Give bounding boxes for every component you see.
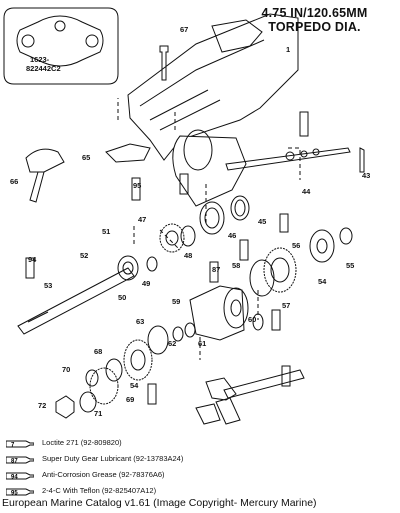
svg-text:60: 60 — [248, 315, 256, 324]
gear-54-upper — [309, 229, 335, 263]
svg-text:57: 57 — [282, 301, 290, 310]
legend-label: Loctite 271 (92-809820) — [42, 438, 122, 447]
svg-text:46: 46 — [228, 231, 236, 240]
tube-7-right — [299, 111, 309, 137]
pin-43 — [359, 147, 365, 173]
gearcase-housing — [127, 13, 299, 161]
svg-text:49: 49 — [142, 279, 150, 288]
svg-text:59: 59 — [172, 297, 180, 306]
svg-text:58: 58 — [232, 261, 240, 270]
svg-text:71: 71 — [94, 409, 102, 418]
legend-label: Super Duty Gear Lubricant (92-13783A24) — [42, 454, 184, 463]
thrust-hub-69 — [89, 367, 119, 405]
legend-label: 2-4-C With Teflon (92-825407A12) — [42, 486, 157, 495]
legend-row: 95 2-4-C With Teflon (92-825407A12) — [6, 484, 306, 500]
svg-text:43: 43 — [362, 171, 370, 180]
svg-text:1: 1 — [286, 45, 290, 54]
washer-71 — [79, 391, 97, 413]
svg-text:7: 7 — [11, 443, 15, 449]
svg-text:52: 52 — [80, 251, 88, 260]
legend-row: 94 Anti-Corrosion Grease (92-78376A6) — [6, 468, 306, 484]
pinion-47 — [159, 223, 185, 253]
svg-text:45: 45 — [258, 217, 266, 226]
tube-95-top — [131, 177, 141, 201]
gear-46 — [199, 201, 225, 235]
tube-94-left — [25, 257, 35, 279]
washer-68 — [105, 358, 123, 382]
bearing-57 — [263, 247, 297, 293]
title-line-2: TORPEDO DIA. — [268, 20, 361, 34]
svg-text:62: 62 — [168, 339, 176, 348]
seal-60 — [252, 313, 264, 331]
tube-icon: 95 — [6, 488, 34, 497]
legend-row: 7 Loctite 271 (92-809820) — [6, 436, 306, 452]
svg-text:54: 54 — [318, 277, 327, 286]
tube-icon: 87 — [6, 456, 34, 465]
svg-text:67: 67 — [180, 25, 188, 34]
svg-text:55: 55 — [346, 261, 354, 270]
seal-55 — [339, 227, 353, 245]
svg-text:87: 87 — [11, 459, 18, 465]
svg-text:61: 61 — [198, 339, 206, 348]
lubricant-legend: 7 Loctite 271 (92-809820) 87 Super Duty … — [6, 436, 306, 500]
svg-text:95: 95 — [133, 181, 141, 190]
legend-row: 87 Super Duty Gear Lubricant (92-13783A2… — [6, 452, 306, 468]
title-line-1: 4.75 IN/120.65MM — [261, 6, 368, 20]
svg-text:95: 95 — [11, 491, 18, 497]
svg-text:68: 68 — [94, 347, 102, 356]
ring-49 — [146, 256, 158, 272]
tool-inset-outline — [3, 7, 119, 85]
svg-text:63: 63 — [136, 317, 144, 326]
anode-66 — [25, 148, 65, 173]
exploded-diagram: 67 1 65 66 95 43 44 45 47 51 52 46 48 56… — [3, 7, 370, 425]
carrier-59 — [189, 285, 245, 341]
svg-text:65: 65 — [82, 153, 90, 162]
diagram-title: 4.75 IN/120.65MM TORPEDO DIA. — [232, 6, 397, 34]
bearing-50 — [117, 255, 139, 281]
bearing-45 — [230, 195, 250, 221]
svg-text:50: 50 — [118, 293, 126, 302]
bearing-62 — [172, 326, 184, 342]
driveshaft-53 — [17, 267, 135, 335]
svg-text:54: 54 — [130, 381, 139, 390]
svg-text:66: 66 — [10, 177, 18, 186]
svg-text:72: 72 — [38, 401, 46, 410]
tube-87-right — [279, 213, 289, 233]
tube-95-mid — [179, 173, 189, 195]
tube-94-right — [239, 239, 249, 261]
svg-text:56: 56 — [292, 241, 300, 250]
nut-72 — [55, 395, 75, 419]
svg-text:48: 48 — [184, 251, 192, 260]
catalog-footer: European Marine Catalog v1.61 (Image Cop… — [2, 497, 317, 509]
tube-icon: 7 — [6, 440, 34, 449]
bearing-61 — [184, 322, 196, 338]
tube-94-low — [271, 309, 281, 331]
svg-text:53: 53 — [44, 281, 52, 290]
svg-text:70: 70 — [62, 365, 70, 374]
svg-text:47: 47 — [138, 215, 146, 224]
svg-text:87: 87 — [212, 265, 220, 274]
svg-text:69: 69 — [126, 395, 134, 404]
anode-65 — [105, 143, 151, 163]
svg-text:51: 51 — [102, 227, 110, 236]
tube-icon: 94 — [6, 472, 34, 481]
screw-67 — [159, 45, 169, 81]
tube-87-mid — [209, 261, 219, 283]
diagram-svg: 67 1 65 66 95 43 44 45 47 51 52 46 48 56… — [3, 7, 370, 425]
washer-70 — [85, 369, 99, 387]
tool-part-no-2: 822442C2 — [26, 64, 61, 73]
legend-label: Anti-Corrosion Grease (92-78376A6) — [42, 470, 165, 479]
svg-text:94: 94 — [28, 255, 37, 264]
seal-63 — [147, 325, 169, 355]
tool-part-no-1: 1623- — [30, 55, 50, 64]
svg-text:44: 44 — [302, 187, 311, 196]
gear-54-lower — [123, 339, 153, 381]
tube-87-low — [281, 365, 291, 387]
ring-58 — [249, 259, 275, 297]
tube-95-low — [147, 383, 157, 405]
svg-text:94: 94 — [11, 475, 18, 481]
shift-components — [205, 377, 241, 425]
tool-plate — [16, 15, 104, 67]
